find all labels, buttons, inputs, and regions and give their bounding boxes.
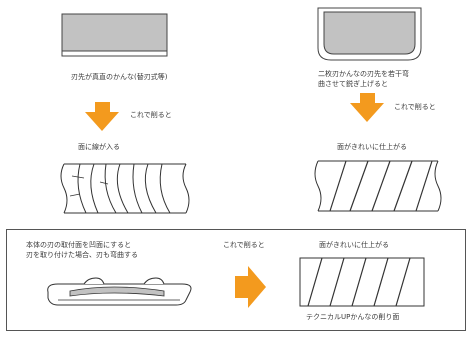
arrow-label-bottom: これで削ると xyxy=(223,241,265,249)
arrow-label-right: これで削ると xyxy=(394,103,436,111)
curved-blade-caption-1: 二枚刃かんなの刃先を若干弯 xyxy=(318,70,409,78)
arrow-label-left: これで削ると xyxy=(130,111,172,119)
result-label-right: 面がきれいに仕上がる xyxy=(337,143,407,151)
curved-blade-caption-2: 曲させて鋭ぎ上げると xyxy=(318,80,388,88)
straight-blade-caption: 刃先が真直のかんな(替刃式等) xyxy=(71,73,168,81)
body-caption-2: 刃を取り付けた場合、刃も弯曲する xyxy=(26,251,138,259)
body-caption-1: 本体の刃の取付面を凹面にすると xyxy=(26,241,132,249)
result-label-left: 面に線が入る xyxy=(78,143,120,151)
result-label-bottom: 面がきれいに仕上がる xyxy=(319,241,389,249)
technical-up-panel xyxy=(6,229,466,331)
footer-caption: テクニカルUPかんなの削り面 xyxy=(306,313,400,321)
